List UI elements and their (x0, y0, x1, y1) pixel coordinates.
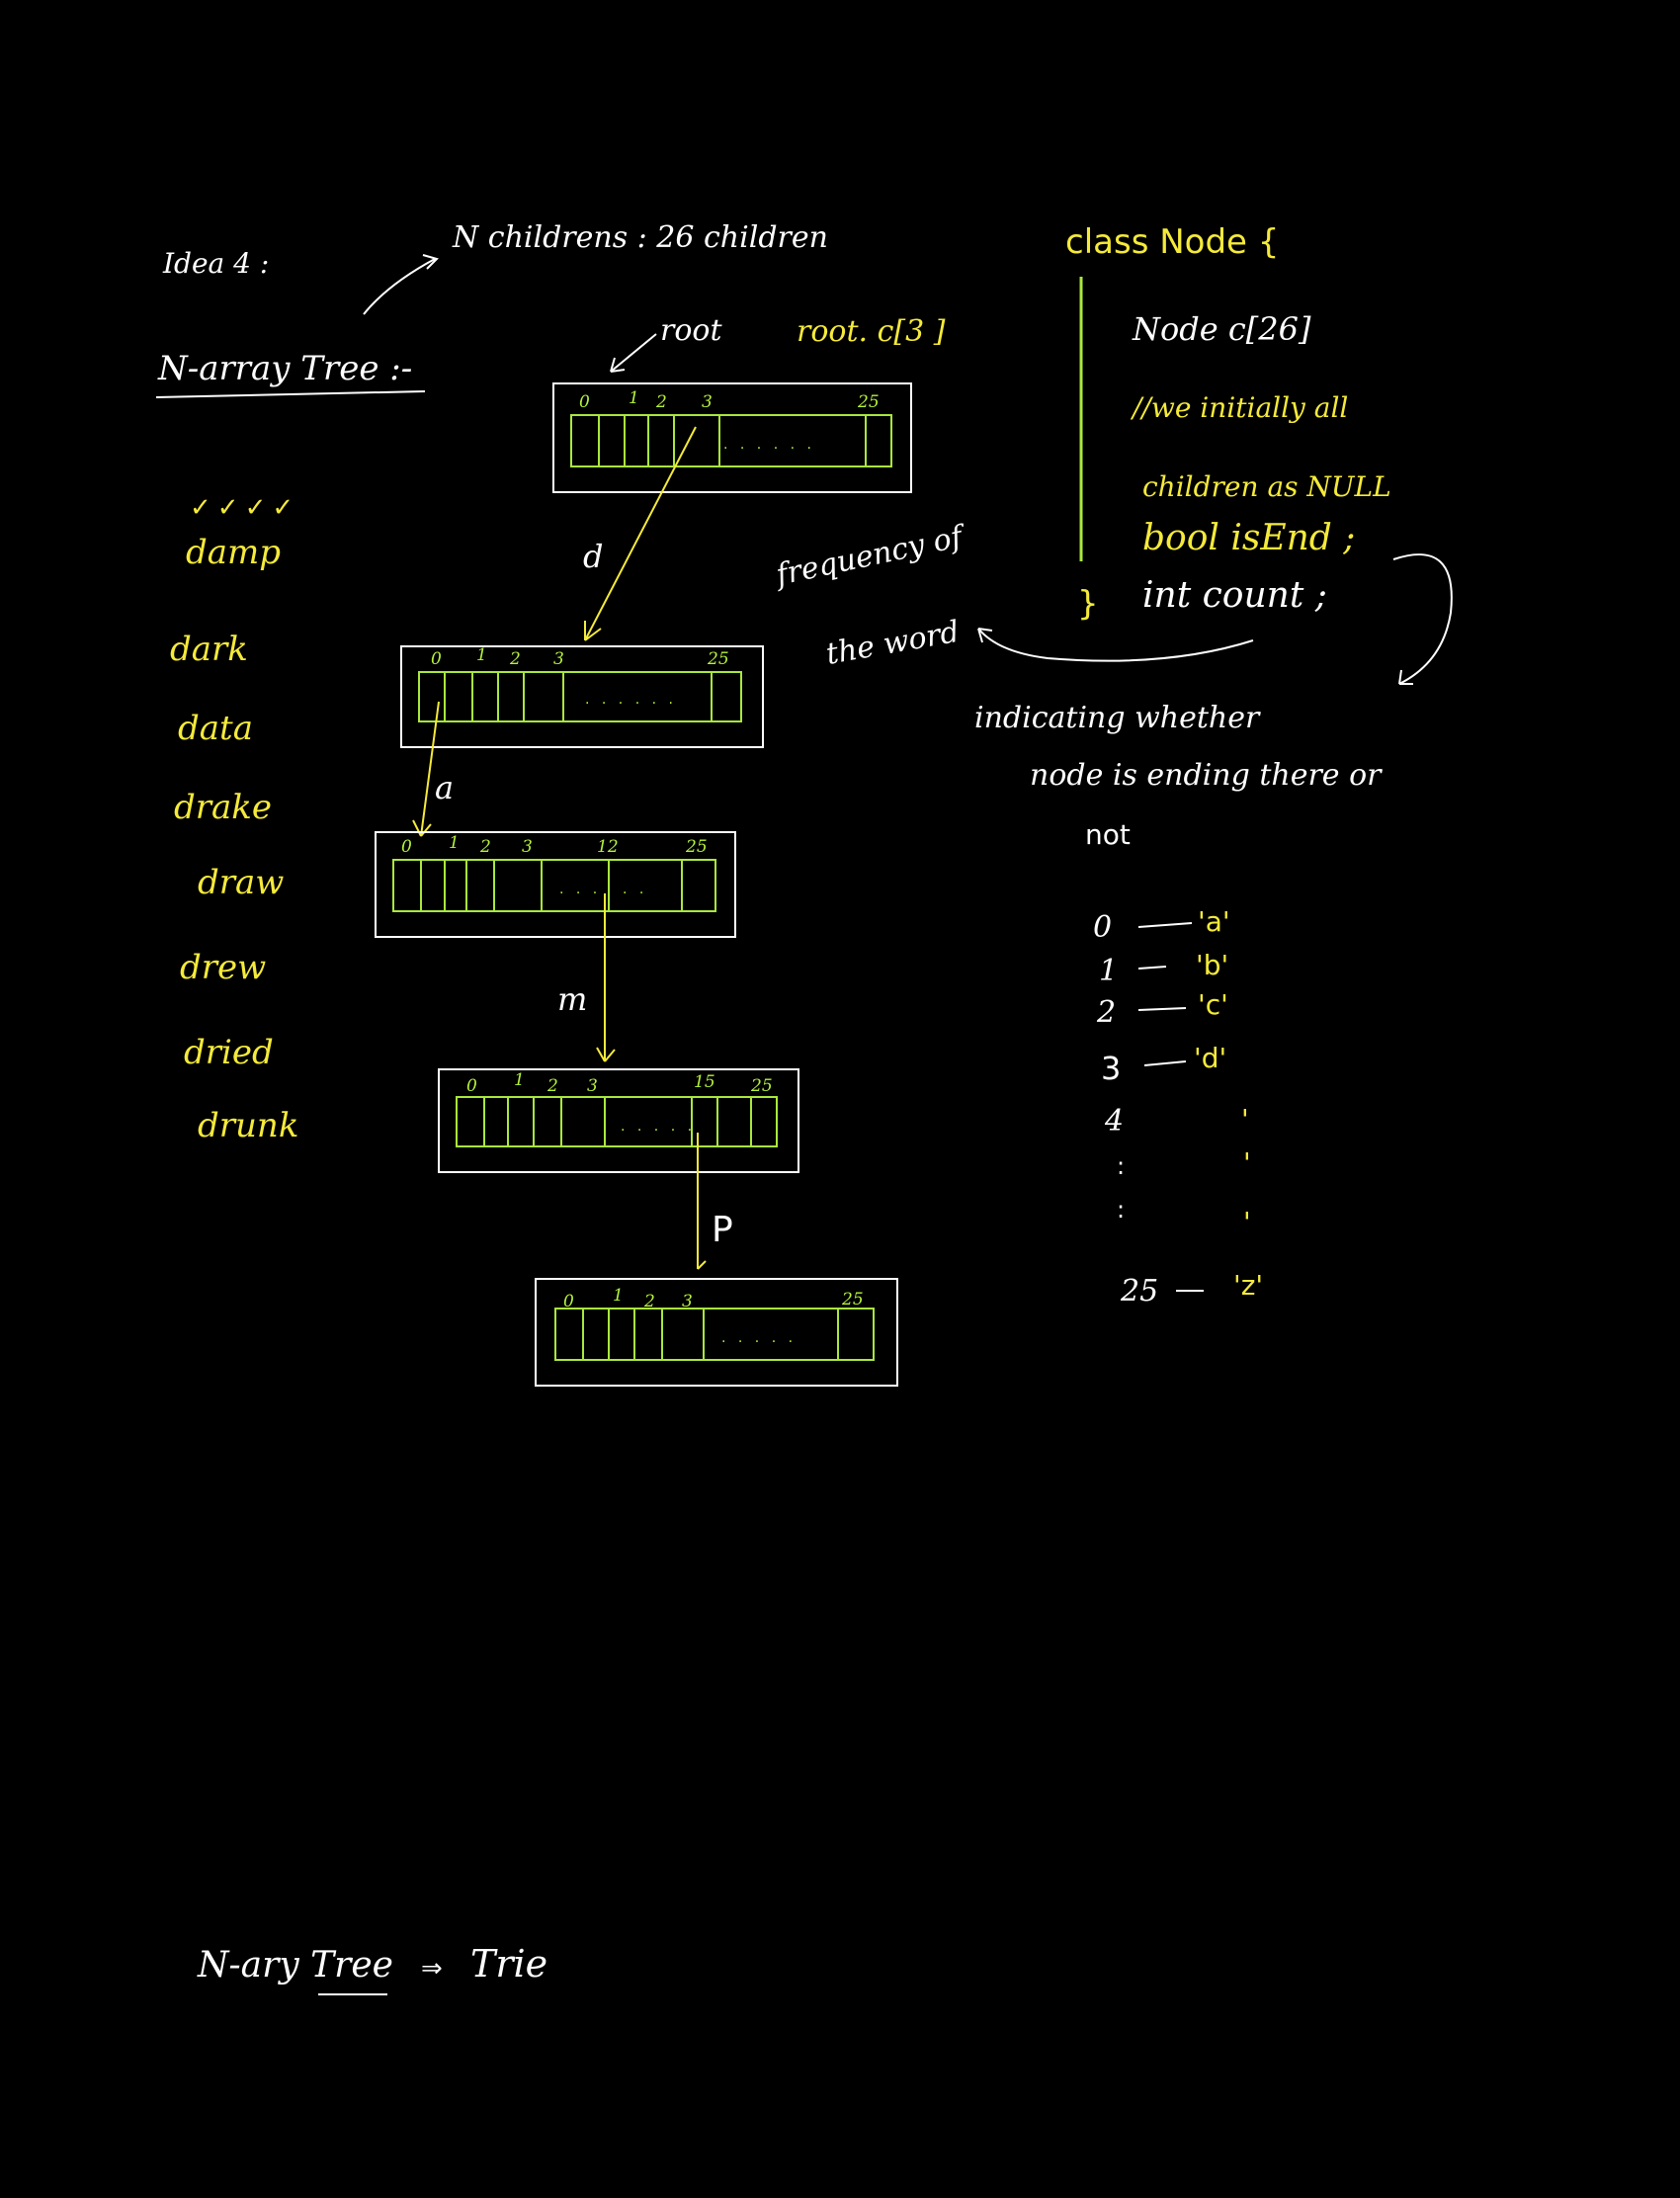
slot-index: 25 (707, 649, 729, 669)
edge-arrow (584, 426, 697, 641)
mapping-char: 'b' (1196, 949, 1228, 981)
comment-line-2: children as NULL (1142, 470, 1391, 503)
edge-label: P (712, 1210, 733, 1250)
frequency-arrow (977, 628, 1254, 662)
slot-index: 0 (401, 837, 412, 857)
slot-index: 0 (579, 392, 590, 412)
edge-label: d (583, 538, 603, 575)
comment-line-1: //we initially all (1130, 391, 1348, 424)
mapping-index: 2 (1096, 995, 1116, 1030)
slot-index: 3 (702, 392, 713, 412)
mapping-index: : (1117, 1196, 1125, 1224)
root-label: root (660, 313, 722, 348)
slot-index: 2 (479, 837, 491, 857)
slot-index: 15 (694, 1072, 715, 1092)
footer-arrow: ⇒ (421, 1954, 443, 1984)
n-children-label: N childrens : 26 children (452, 220, 828, 255)
word-item: data (178, 709, 253, 748)
frequency-note-1: frequency of (771, 519, 969, 593)
slot-index: 2 (509, 649, 521, 669)
trie-node-m: . . . . . 0 1 2 3 15 25 (438, 1068, 799, 1173)
edge-label: a (435, 769, 454, 806)
mapping-index: 0 (1093, 910, 1112, 945)
slot-index: 3 (587, 1076, 598, 1096)
slot-index: 12 (597, 837, 619, 857)
slot-index: 1 (629, 388, 639, 408)
mapping-char: ' (1243, 1206, 1251, 1238)
word-item: damp (186, 533, 281, 572)
word-ticks: ✓✓✓✓ (190, 493, 299, 523)
slot-index: 25 (685, 837, 708, 857)
class-close-brace: } (1077, 584, 1099, 624)
edge-arrow (412, 701, 440, 837)
word-item: drunk (198, 1106, 298, 1145)
slot-index: 3 (522, 837, 533, 857)
mapping-char: 'a' (1198, 905, 1230, 938)
idea-label: Idea 4 : (162, 247, 269, 280)
mapping-char: 'd' (1194, 1042, 1226, 1074)
word-item: draw (198, 863, 284, 902)
slot-index: 0 (431, 649, 442, 669)
mapping-index: 1 (1099, 954, 1118, 988)
heading-underline (155, 390, 426, 398)
mapping-char: ' (1241, 1103, 1249, 1136)
word-item: drew (180, 948, 266, 987)
slot-index: 25 (750, 1076, 773, 1096)
slot-index: 0 (466, 1076, 477, 1096)
slot-index: 1 (613, 1286, 624, 1306)
slot-index: 2 (546, 1076, 558, 1096)
edge-arrow (596, 893, 616, 1062)
field-isend: bool isEnd ; (1142, 518, 1355, 558)
slot-index: 1 (476, 645, 487, 665)
slot-index: 3 (682, 1292, 693, 1311)
svg-text:. . . . .: . . . . . (721, 1330, 797, 1346)
svg-text:. . . . .: . . . . . (621, 1119, 696, 1135)
index-char-mapping: 0 'a' 1 'b' 2 'c' 3 'd' 4 ' : ' : ' 25 '… (1093, 905, 1263, 1309)
slot-index: 0 (563, 1292, 574, 1311)
slot-index: 25 (857, 392, 880, 412)
slot-index: 3 (553, 649, 564, 669)
mapping-index: 25 (1120, 1274, 1158, 1309)
root-child-label: root. c[3 ] (797, 314, 946, 349)
trie-node-p: . . . . . 0 1 2 3 25 (535, 1278, 898, 1387)
slot-index: 1 (449, 833, 460, 853)
edge-label: m (557, 980, 587, 1018)
mapping-index: : (1117, 1152, 1125, 1180)
indicating-note-3: not (1085, 818, 1131, 851)
trie-node-d: . . . . . . 0 1 2 3 25 (400, 645, 764, 748)
slot-index: 2 (655, 392, 667, 412)
root-arrow (610, 333, 657, 373)
slot-index: 1 (514, 1070, 525, 1090)
word-item: drake (174, 788, 272, 827)
word-item: dried (184, 1033, 274, 1072)
mapping-char: 'c' (1198, 988, 1228, 1021)
nary-tree-heading: N-array Tree :- (157, 349, 412, 388)
svg-text:. . . . . .: . . . . . . (723, 437, 815, 453)
footer-trie: Trie (470, 1942, 547, 1986)
arrow-head (422, 254, 439, 270)
svg-text:. . . . . .: . . . . . . (585, 692, 677, 708)
indicating-note-1: indicating whether (974, 701, 1261, 735)
slot-index: 25 (841, 1290, 864, 1310)
field-children: Node c[26] (1132, 310, 1311, 348)
edge-arrow (697, 1133, 707, 1270)
slot-index: 2 (643, 1292, 655, 1311)
isend-arrow (1392, 553, 1453, 685)
word-item: dark (170, 630, 248, 669)
mapping-index: 4 (1104, 1104, 1124, 1139)
mapping-index: 3 (1101, 1050, 1121, 1087)
field-count: int count ; (1142, 575, 1327, 616)
svg-text:. . .: . . . (559, 882, 601, 897)
class-header: class Node { (1065, 222, 1279, 262)
frequency-note-2: the word (823, 615, 962, 672)
trie-node-root: . . . . . . 0 1 2 3 25 (552, 382, 912, 493)
mapping-char: ' (1243, 1146, 1251, 1179)
footer-nary: N-ary Tree (197, 1945, 393, 1986)
trie-node-a: . . . . . 0 1 2 3 12 25 (375, 831, 736, 938)
curved-arrow (363, 258, 436, 315)
svg-text:. .: . . (623, 882, 647, 897)
indicating-note-2: node is ending there or (1030, 758, 1383, 793)
mapping-char: 'z' (1233, 1269, 1263, 1302)
